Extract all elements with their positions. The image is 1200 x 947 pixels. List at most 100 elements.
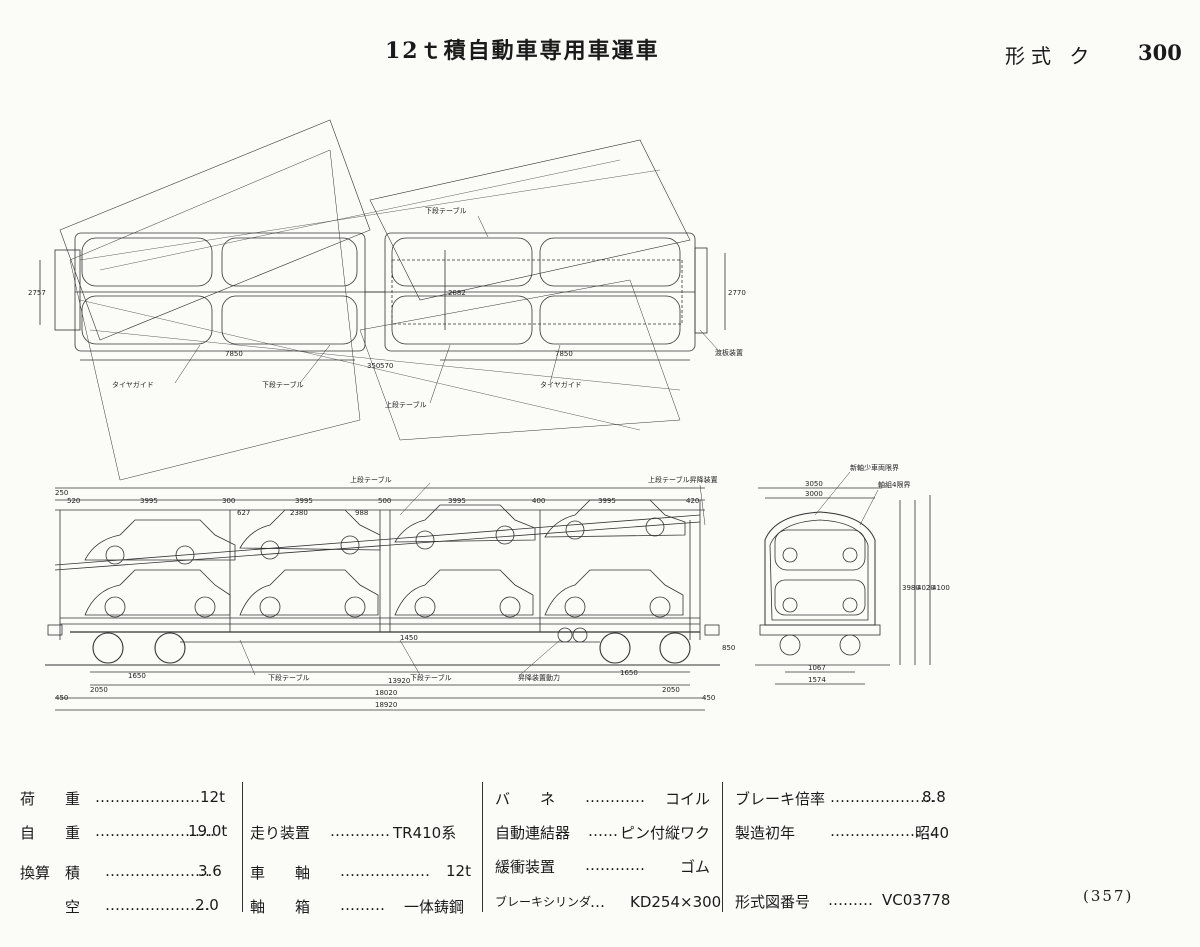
spec-brake-ratio-value: 8.8 <box>922 788 946 806</box>
spec-coupler-dots: …… <box>588 822 618 840</box>
spec-running-gear-value: TR410系 <box>393 824 457 842</box>
side-dim-500: 500 <box>378 497 391 505</box>
page-number: (357) <box>1083 887 1134 905</box>
side-dim-18920: 18920 <box>375 701 397 709</box>
side-label-lift-device: 上段テーブル昇降装置 <box>648 475 718 484</box>
end-label-gauge-4: 軸組4限界 <box>878 480 910 489</box>
end-label-gauge-small: 新軸少車両限界 <box>850 463 899 472</box>
side-dim-420: 420 <box>686 497 699 505</box>
side-dim-3995-1: 3995 <box>140 497 158 505</box>
spec-brake-ratio-key: ブレーキ倍率 <box>735 790 826 808</box>
spec-running-gear-dots: ………… <box>330 822 390 840</box>
spec-load-value: 12t <box>200 788 225 806</box>
plan-dim-2757: 2757 <box>28 289 46 297</box>
spec-conv-loaded-dots: ………………… <box>105 862 210 880</box>
side-dim-520: 520 <box>67 497 80 505</box>
form-number: 300 <box>1138 40 1182 65</box>
side-dim-3995-2: 3995 <box>295 497 313 505</box>
spec-brake-ratio-dots: ………………… <box>830 788 935 806</box>
plan-label-tire-guide-right: タイヤガイド <box>540 380 582 389</box>
end-dim-1574: 1574 <box>808 676 826 684</box>
plan-label-upper-table: 上段テーブル <box>385 400 427 409</box>
spec-conv-loaded-key: 換算 積 <box>20 864 81 882</box>
end-dim-4100: 4100 <box>932 584 950 592</box>
spec-coupler-key: 自動連結器 <box>495 824 571 842</box>
plan-dim-2770: 2770 <box>728 289 746 297</box>
plan-view <box>39 119 726 481</box>
plan-dim-570: 570 <box>380 362 393 370</box>
spec-conv-empty-key: 空 <box>20 898 81 916</box>
spec-divider-3 <box>722 782 723 912</box>
side-dim-250: 250 <box>55 489 68 497</box>
spec-divider-2 <box>482 782 483 912</box>
spec-self-weight-dots: …………………… <box>95 822 215 840</box>
spec-diagram-number-key: 形式図番号 <box>735 893 811 911</box>
side-dim-300: 300 <box>222 497 235 505</box>
side-label-upper-table: 上段テーブル <box>350 475 392 484</box>
spec-axle-value: 12t <box>446 862 471 880</box>
spec-axle-dots: ……………… <box>340 862 430 880</box>
side-dim-1650-left: 1650 <box>128 672 146 680</box>
side-dim-400: 400 <box>532 497 545 505</box>
spec-axle-key: 車 軸 <box>250 864 311 882</box>
spec-spring-dots: ………… <box>585 788 645 806</box>
spec-running-gear-key: 走り装置 <box>250 824 311 842</box>
spec-load-dots: ………………… <box>95 788 200 806</box>
spec-axle-box-value: 一体鋳鋼 <box>404 898 465 916</box>
spec-conv-loaded-value: 3.6 <box>198 862 222 880</box>
form-label: 形式 ク <box>1005 44 1096 68</box>
plan-label-lower-table-left: 下段テーブル <box>262 380 304 389</box>
side-dim-450-left: 450 <box>55 694 68 702</box>
spec-diagram-number-value: VC03778 <box>882 891 951 909</box>
side-dim-988: 988 <box>355 509 368 517</box>
spec-axle-box-key: 軸 箱 <box>250 898 311 916</box>
plan-dim-350: 350 <box>367 362 380 370</box>
side-label-lift-power: 昇降装置動力 <box>518 673 560 682</box>
spec-buffer-value: ゴム <box>680 858 711 876</box>
spec-coupler-value: ピン付縦ワク <box>620 824 711 842</box>
side-dim-2050-left: 2050 <box>90 686 108 694</box>
side-dim-1450: 1450 <box>400 634 418 642</box>
plan-label-lower-table: 下段テーブル <box>425 206 467 215</box>
spec-first-built-key: 製造初年 <box>735 824 796 842</box>
side-dim-18020: 18020 <box>375 689 397 697</box>
end-dim-4020: 4020 <box>917 584 935 592</box>
end-dim-3000: 3000 <box>805 490 823 498</box>
side-view <box>45 487 720 711</box>
plan-dim-7850-right: 7850 <box>555 350 573 358</box>
plan-dim-2882: 2882 <box>448 289 466 297</box>
plan-label-tire-guide-left: タイヤガイド <box>112 380 154 389</box>
technical-drawing: 下段テーブル タイヤガイド 下段テーブル 上段テーブル タイヤガイド 渡板装置 … <box>28 119 950 711</box>
end-dim-1067: 1067 <box>808 664 826 672</box>
plan-dim-7850-left: 7850 <box>225 350 243 358</box>
end-dim-3980: 3980 <box>902 584 920 592</box>
spec-load-key: 荷 重 <box>20 790 81 808</box>
spec-diagram-number-dots: ……… <box>828 891 873 909</box>
spec-first-built-value: 昭40 <box>915 824 950 842</box>
side-dim-2380: 2380 <box>290 509 308 517</box>
spec-brake-cylinder-value: KD254×300 <box>630 893 722 911</box>
spec-spring-value: コイル <box>665 790 711 808</box>
end-dim-3050: 3050 <box>805 480 823 488</box>
side-dim-3995-3: 3995 <box>448 497 466 505</box>
spec-buffer-dots: ………… <box>585 856 645 874</box>
spec-buffer-key: 緩衝装置 <box>495 858 556 876</box>
spec-brake-cylinder-key: ブレーキシリンダ <box>495 895 592 909</box>
plan-label-coupler-device: 渡板装置 <box>715 348 743 357</box>
end-view <box>755 487 931 685</box>
side-dim-450-right: 450 <box>702 694 715 702</box>
spec-spring-key: バ ネ <box>495 790 556 808</box>
side-dim-13920: 13920 <box>388 677 410 685</box>
side-label-lower-table-left: 下段テーブル <box>268 673 310 682</box>
page-title: 12ｔ積自動車専用車運車 <box>385 38 660 64</box>
spec-brake-cylinder-dots: … <box>590 893 605 911</box>
spec-divider-1 <box>242 782 243 912</box>
side-dim-627: 627 <box>237 509 250 517</box>
spec-conv-empty-dots: ………………… <box>105 896 210 914</box>
spec-self-weight-value: 19.0t <box>188 822 228 840</box>
side-dim-2050-right: 2050 <box>662 686 680 694</box>
side-label-lower-table-right: 下段テーブル <box>410 673 452 682</box>
spec-axle-box-dots: ……… <box>340 896 385 914</box>
spec-conv-empty-value: 2.0 <box>195 896 219 914</box>
spec-first-built-dots: ………………… <box>830 822 935 840</box>
